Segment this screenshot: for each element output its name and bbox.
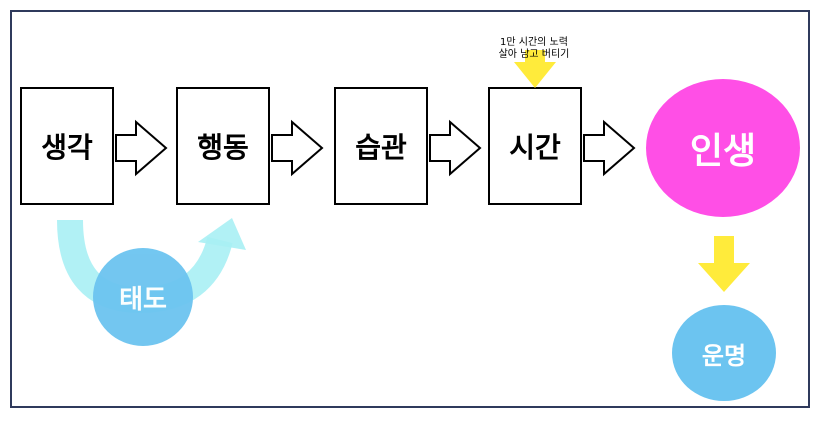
result-circle: 인생 (646, 79, 800, 217)
fate-circle: 운명 (672, 305, 776, 401)
note-line-1: 1만 시간의 노력 (500, 37, 568, 48)
flow-arrow-4 (583, 119, 636, 177)
fate-label: 운명 (701, 341, 747, 370)
note-line-2: 살아 남고 버티기 (498, 49, 570, 60)
flow-arrow-2 (271, 119, 324, 177)
step-label-think: 생각 (41, 131, 93, 164)
step-box-think: 생각 (20, 87, 114, 205)
attitude-label: 태도 (119, 284, 167, 315)
attitude-circle: 태도 (93, 248, 193, 346)
step-label-time: 시간 (509, 131, 561, 164)
step-label-habit: 습관 (355, 131, 407, 164)
result-label: 인생 (689, 131, 757, 172)
flow-arrow-3 (429, 119, 482, 177)
yellow-arrow-down (698, 236, 750, 292)
step-box-action: 행동 (176, 87, 270, 205)
yellow-arrow-top (514, 50, 556, 88)
step-box-habit: 습관 (334, 87, 428, 205)
note-text: 1만 시간의 노력 살아 남고 버티기 (478, 37, 590, 61)
step-box-time: 시간 (488, 87, 582, 205)
step-label-action: 행동 (197, 131, 249, 164)
flow-arrow-1 (115, 119, 168, 177)
